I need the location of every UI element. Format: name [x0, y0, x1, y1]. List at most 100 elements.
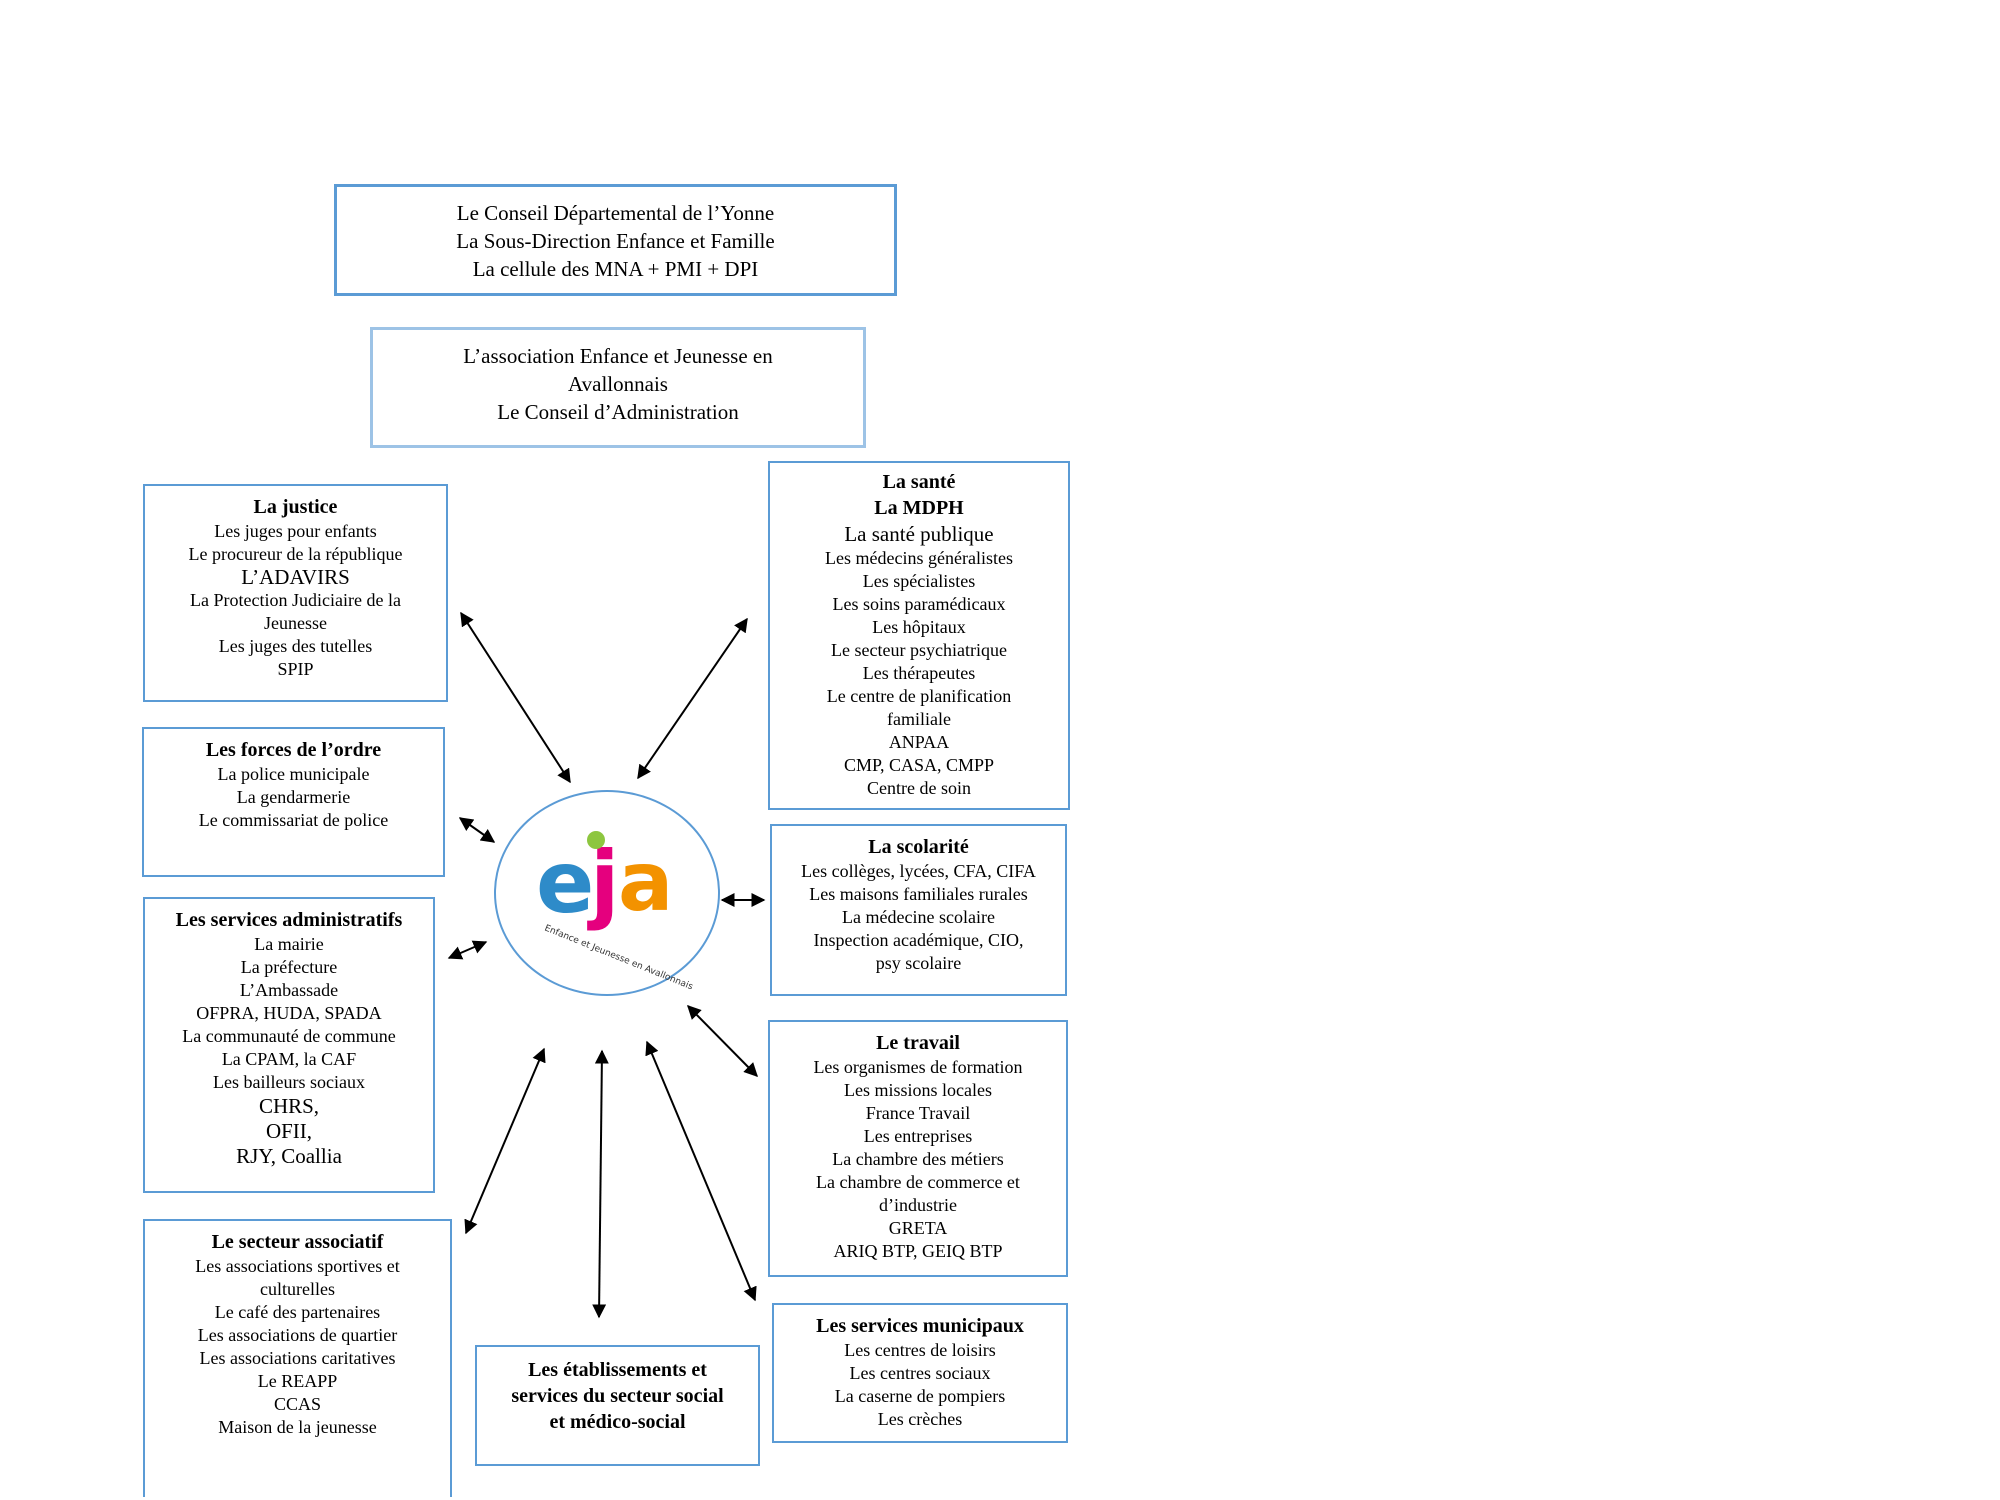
arrow-services-admin — [447, 940, 488, 960]
etablissements-title-line: et médico-social — [549, 1411, 686, 1433]
assoc-line-1: L’association Enfance et Jeunesse en — [463, 344, 773, 368]
sante-item: ANPAA — [888, 732, 950, 752]
scolarite-item: Les maisons familiales rurales — [809, 884, 1028, 904]
travail-item: d’industrie — [879, 1195, 957, 1215]
secteur-associatif-item: Maison de la jeunesse — [218, 1417, 377, 1437]
travail-item: France Travail — [865, 1103, 971, 1123]
conseil-departemental-box: Le Conseil Départemental de l’Yonne La S… — [334, 184, 897, 296]
scolarite-title: La scolarité — [868, 836, 969, 858]
services-admin-box: Les services administratifs La mairie La… — [143, 897, 435, 1193]
justice-item: Jeunesse — [264, 613, 327, 633]
sante-item: Les soins paramédicaux — [832, 594, 1006, 614]
justice-item: L’ADAVIRS — [241, 565, 350, 589]
assoc-line-2: Avallonnais — [568, 372, 668, 396]
logo-letter-e: e — [536, 833, 594, 933]
justice-item: SPIP — [277, 659, 314, 679]
scolarite-item: Les collèges, lycées, CFA, CIFA — [801, 861, 1036, 881]
justice-item: La Protection Judiciaire de la — [190, 590, 401, 610]
etablissements-box: Les établissements et services du secteu… — [475, 1345, 760, 1466]
arrow-travail — [687, 1005, 758, 1077]
services-admin-item: CHRS, — [258, 1094, 320, 1118]
services-admin-item: La mairie — [254, 934, 324, 954]
sante-item: CMP, CASA, CMPP — [843, 755, 995, 775]
logo-dot-icon — [587, 831, 605, 849]
cd-line-3: La cellule des MNA + PMI + DPI — [472, 257, 759, 281]
services-admin-item: La CPAM, la CAF — [221, 1049, 357, 1069]
cd-line-1: Le Conseil Départemental de l’Yonne — [456, 201, 775, 225]
services-municipaux-item: Les centres de loisirs — [844, 1340, 996, 1360]
travail-item: La chambre de commerce et — [816, 1172, 1020, 1192]
secteur-associatif-item: Le REAPP — [257, 1371, 338, 1391]
sante-item: La santé publique — [844, 522, 994, 546]
sante-item: Les spécialistes — [862, 571, 976, 591]
secteur-associatif-item: Les associations caritatives — [199, 1348, 396, 1368]
sante-item: Le centre de planification — [826, 686, 1012, 706]
sante-item: Le secteur psychiatrique — [831, 640, 1007, 660]
sante-item: Les hôpitaux — [872, 617, 966, 637]
services-admin-item: RJY, Coallia — [236, 1144, 342, 1168]
secteur-associatif-title: Le secteur associatif — [211, 1231, 384, 1253]
logo-letter-a: a — [618, 835, 673, 930]
services-admin-item: L’Ambassade — [239, 980, 339, 1000]
sante-item: Centre de soin — [867, 778, 971, 798]
secteur-associatif-item: Les associations de quartier — [197, 1325, 398, 1345]
justice-title: La justice — [253, 496, 338, 518]
cd-line-2: La Sous-Direction Enfance et Famille — [456, 229, 775, 253]
arrow-justice — [460, 611, 571, 784]
justice-box: La justice Les juges pour enfants Le pro… — [143, 484, 448, 702]
arrow-sante — [637, 617, 748, 780]
etablissements-title-line: Les établissements et — [528, 1359, 707, 1381]
services-admin-item: La préfecture — [240, 957, 338, 977]
services-municipaux-item: La caserne de pompiers — [834, 1386, 1006, 1406]
justice-item: Les juges des tutelles — [218, 636, 373, 656]
scolarite-item: Inspection académique, CIO, — [813, 930, 1024, 950]
secteur-associatif-item: CCAS — [273, 1394, 322, 1414]
services-admin-item: La communauté de commune — [182, 1026, 396, 1046]
sante-item: Les médecins généralistes — [825, 548, 1013, 568]
eja-logo-circle: e j a Enfance et Jeunesse en Avallonnais — [494, 790, 720, 996]
forces-ordre-box: Les forces de l’ordre La police municipa… — [142, 727, 445, 877]
forces-ordre-item: La police municipale — [217, 764, 370, 784]
travail-item: Les entreprises — [863, 1126, 973, 1146]
services-admin-item: OFPRA, HUDA, SPADA — [196, 1003, 382, 1023]
services-municipaux-title: Les services municipaux — [816, 1315, 1024, 1337]
logo-tagline: Enfance et Jeunesse en Avallonnais — [543, 924, 695, 993]
forces-ordre-item: Le commissariat de police — [198, 810, 389, 830]
assoc-line-3: Le Conseil d’Administration — [497, 400, 739, 424]
arrow-secteur-associatif — [464, 1047, 546, 1235]
services-municipaux-box: Les services municipaux Les centres de l… — [772, 1303, 1068, 1443]
travail-box: Le travail Les organismes de formation L… — [768, 1020, 1068, 1277]
secteur-associatif-box: Le secteur associatif Les associations s… — [143, 1219, 452, 1497]
association-box: L’association Enfance et Jeunesse en Ava… — [370, 327, 866, 448]
arrow-services-municipaux — [645, 1040, 757, 1302]
sante-box: La santé La MDPH La santé publique Les m… — [768, 461, 1070, 810]
logo-letter-j: j — [587, 833, 619, 933]
secteur-associatif-item: culturelles — [260, 1279, 335, 1299]
sante-item: familiale — [887, 709, 951, 729]
etablissements-title-line: services du secteur social — [511, 1385, 724, 1407]
scolarite-item: psy scolaire — [875, 953, 962, 973]
secteur-associatif-item: Le café des partenaires — [214, 1302, 381, 1322]
sante-title-line: La santé — [882, 471, 956, 493]
arrow-forces-ordre — [458, 817, 496, 843]
travail-title: Le travail — [876, 1032, 960, 1054]
scolarite-box: La scolarité Les collèges, lycées, CFA, … — [770, 824, 1067, 996]
services-admin-item: OFII, — [265, 1119, 313, 1143]
arrow-etablissements — [592, 1049, 609, 1319]
sante-item: Les thérapeutes — [862, 663, 976, 683]
travail-item: GRETA — [888, 1218, 948, 1238]
scolarite-item: La médecine scolaire — [842, 907, 995, 927]
travail-item: Les organismes de formation — [813, 1057, 1023, 1077]
justice-item: Les juges pour enfants — [214, 521, 377, 541]
travail-item: ARIQ BTP, GEIQ BTP — [833, 1241, 1003, 1261]
travail-item: La chambre des métiers — [832, 1149, 1004, 1169]
services-municipaux-item: Les centres sociaux — [849, 1363, 991, 1383]
services-admin-title: Les services administratifs — [175, 909, 403, 931]
services-admin-item: Les bailleurs sociaux — [213, 1072, 365, 1092]
travail-item: Les missions locales — [844, 1080, 992, 1100]
forces-ordre-title: Les forces de l’ordre — [205, 739, 382, 761]
secteur-associatif-item: Les associations sportives et — [195, 1256, 400, 1276]
eja-logo: e j a Enfance et Jeunesse en Avallonnais — [536, 831, 695, 993]
services-municipaux-item: Les crèches — [877, 1409, 963, 1429]
forces-ordre-item: La gendarmerie — [236, 787, 351, 807]
